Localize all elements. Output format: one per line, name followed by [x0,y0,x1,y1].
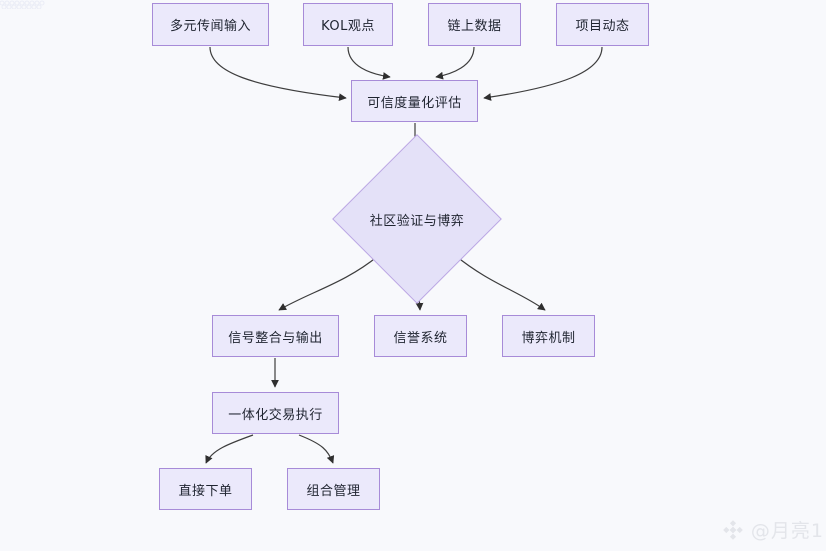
node-integrated-trade-execution[interactable]: 一体化交易执行 [212,392,339,434]
node-label: 链上数据 [447,19,502,34]
edge-n10-n12 [298,434,335,464]
watermark-handle: @月亮1 [750,520,824,542]
node-community-verification-and-game[interactable]: 社区验证与博弈 [332,134,502,304]
node-kol-opinion[interactable]: KOL观点 [303,3,393,46]
node-label: 可信度量化评估 [367,95,462,111]
node-signal-integration-and-output[interactable]: 信号整合与输出 [212,315,339,357]
node-onchain-data[interactable]: 链上数据 [428,3,521,46]
node-label: 一体化交易执行 [228,407,323,423]
node-label: 博弈机制 [521,330,576,346]
watermark: @月亮1 [721,516,824,543]
node-game-mechanism[interactable]: 博弈机制 [502,315,595,357]
node-portfolio-management[interactable]: 组合管理 [287,468,380,510]
node-label: 社区验证与博弈 [369,213,465,229]
node-label: KOL观点 [321,19,375,34]
edge-n3-n5 [435,46,475,80]
node-label: 信誉系统 [393,330,448,346]
node-label: 直接下单 [178,483,233,499]
node-label: 组合管理 [306,483,361,499]
edge-n2-n5 [347,46,391,80]
node-credibility-quantification[interactable]: 可信度量化评估 [351,80,478,122]
diamond-logo-icon [723,519,743,540]
node-label: 信号整合与输出 [228,330,323,346]
edge-n4-n5 [483,46,603,101]
edge-n10-n11 [205,434,254,464]
corner-pattern-decoration [0,0,45,9]
node-direct-order[interactable]: 直接下单 [159,468,252,510]
node-project-updates[interactable]: 项目动态 [556,3,649,46]
edge-n1-n5 [209,46,347,102]
node-multi-source-rumor-input[interactable]: 多元传闻输入 [152,3,269,46]
node-reputation-system[interactable]: 信誉系统 [374,315,467,357]
node-label: 多元传闻输入 [169,19,251,34]
node-label: 项目动态 [575,19,630,34]
